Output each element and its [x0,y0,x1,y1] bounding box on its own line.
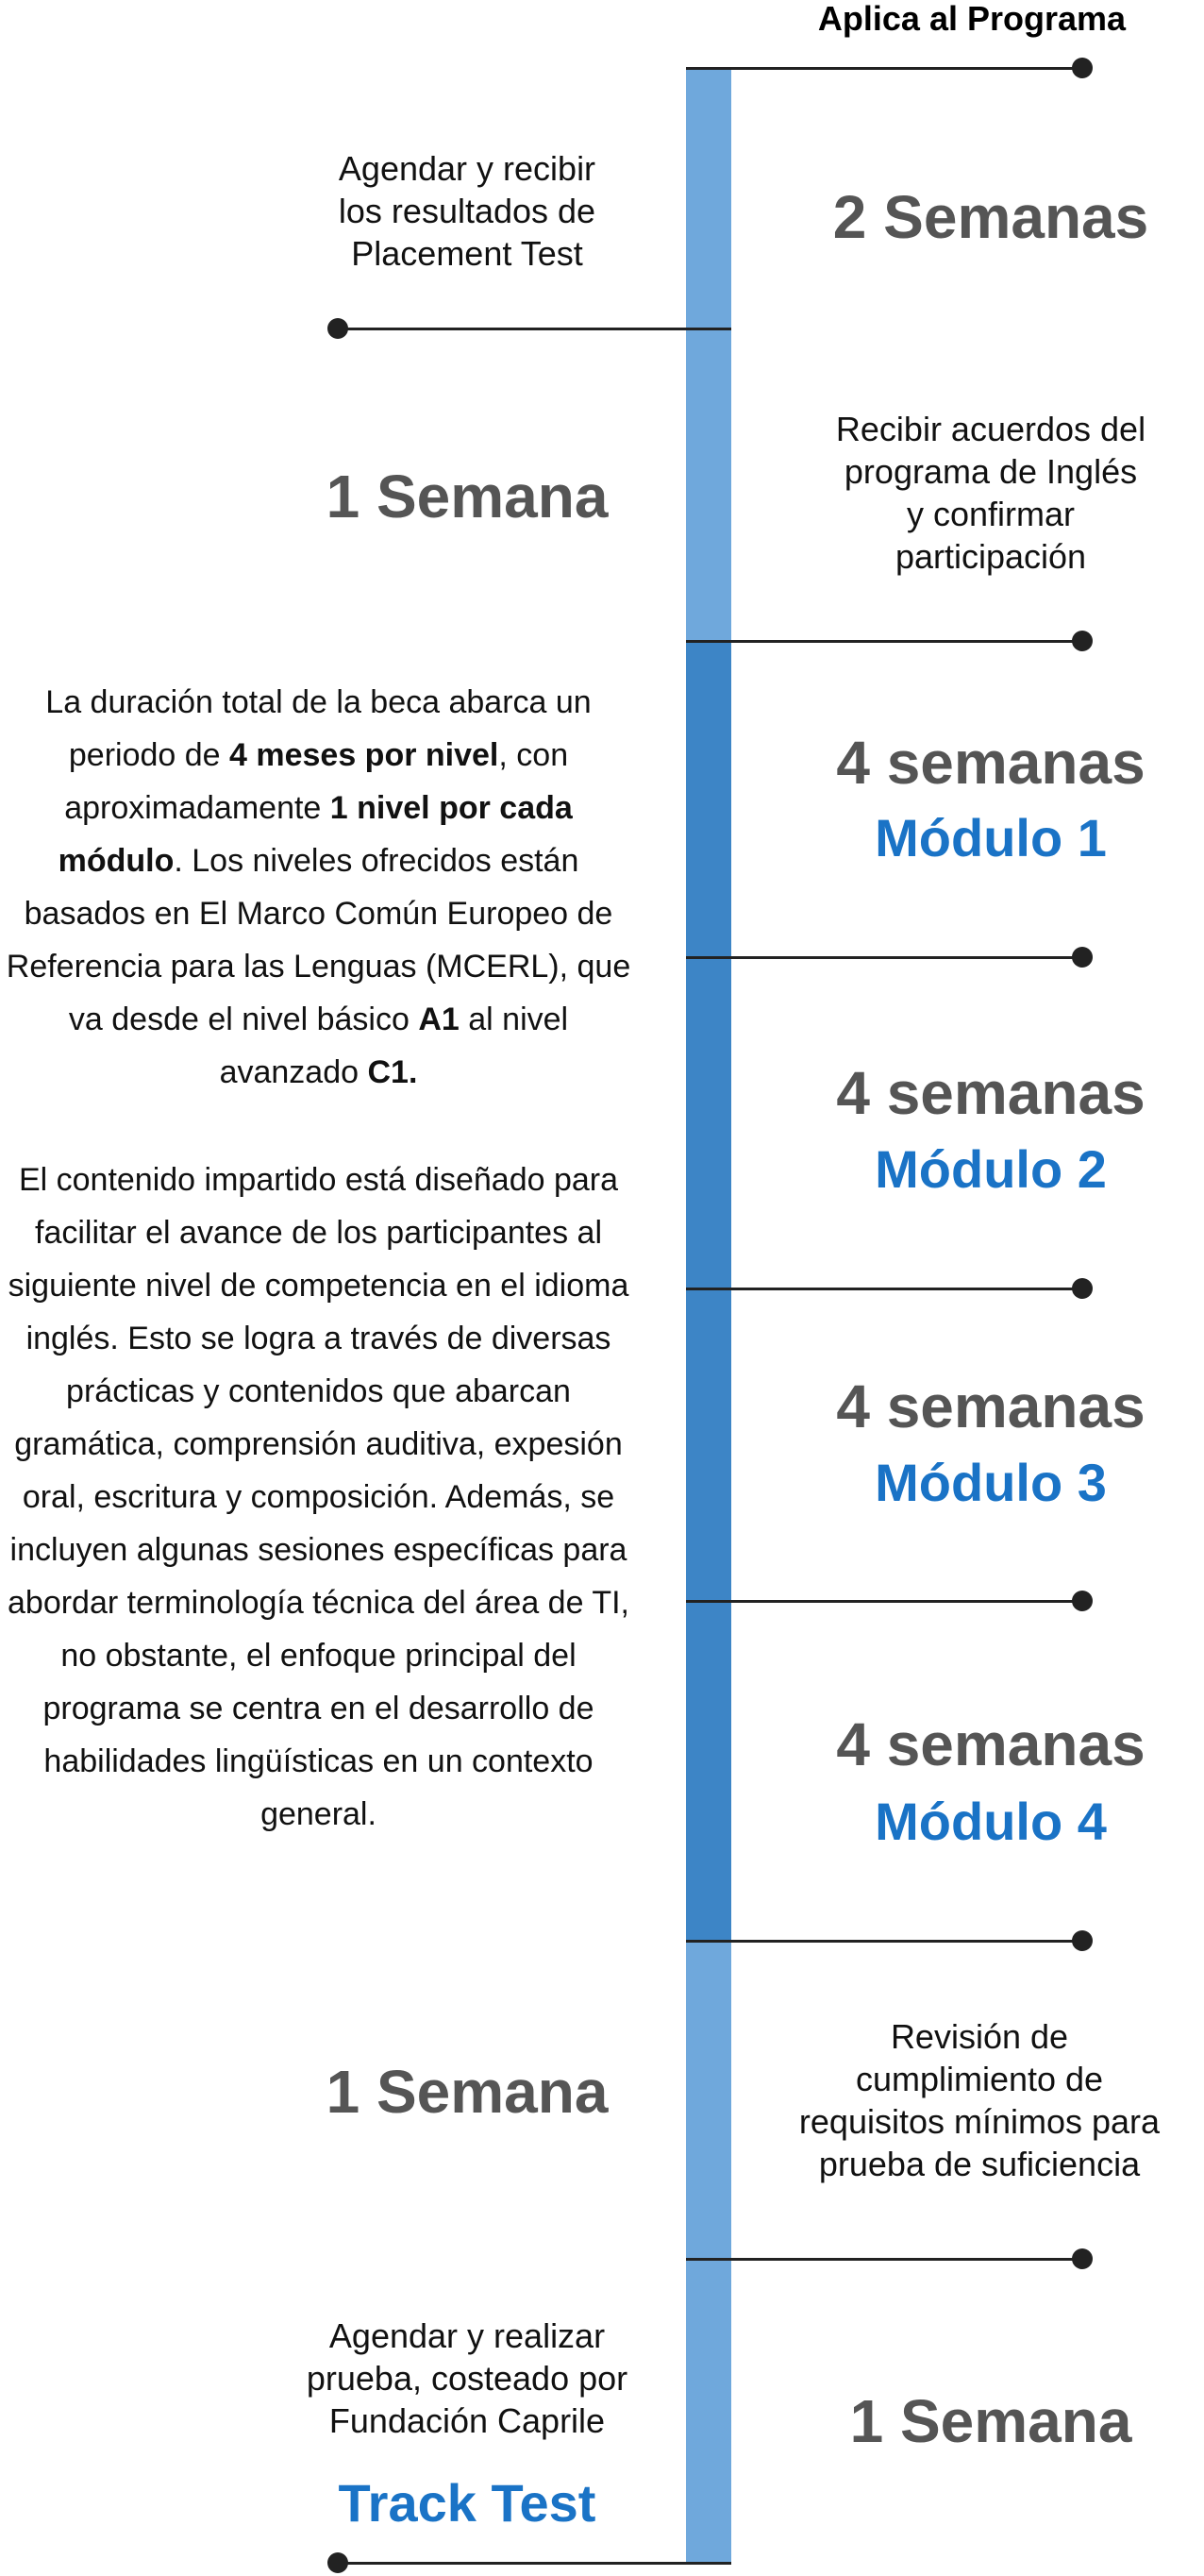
connector-line [686,1288,1082,1290]
timeline-dot [327,318,348,339]
module-4-title: Módulo 4 [875,1792,1107,1851]
connector-line [686,2258,1082,2261]
module-2-duration: 4 semanas [836,1059,1145,1127]
connector-line [686,640,1082,643]
module-3-title: Módulo 3 [875,1453,1107,1512]
timeline-dot [1072,2248,1093,2269]
timeline-dot [1072,947,1093,968]
connector-line [338,2562,731,2565]
track-test-label: Track Test [338,2473,596,2533]
step-2-description: Recibir acuerdos del programa de Inglés … [835,410,1146,576]
connector-line [686,1600,1082,1603]
step-8-description: Agendar y realizar prueba, costeado por … [306,2316,628,2440]
connector-line [338,328,731,330]
module-3-duration: 4 semanas [836,1372,1145,1440]
step-2-duration: 1 Semana [326,463,609,530]
step-1-duration: 2 Semanas [832,183,1149,251]
timeline-dot [1072,58,1093,78]
step-1-description: Agendar y recibir los resultados de Plac… [338,149,596,273]
apply-header: Aplica al Programa [817,0,1127,38]
timeline-bar-bottom [686,1942,731,2565]
module-2-title: Módulo 2 [875,1139,1107,1199]
timeline-dot [1072,1930,1093,1951]
connector-line [686,67,1082,70]
connector-line [686,1940,1082,1943]
timeline-bar-modules [686,642,731,1942]
step-7-description: Revisión de cumplimiento de requisitos m… [798,2017,1161,2183]
step-7-duration: 1 Semana [326,2058,609,2126]
module-1-title: Módulo 1 [875,808,1107,867]
timeline-dot [1072,1591,1093,1611]
timeline-dot [1072,1278,1093,1299]
step-8-duration: 1 Semana [849,2387,1132,2455]
info-paragraph-1: La duración total de la beca abarca un p… [6,684,631,1090]
info-paragraph-2: El contenido impartido está diseñado par… [8,1162,629,1832]
timeline-dot [327,2552,348,2573]
timeline-dot [1072,631,1093,651]
module-1-duration: 4 semanas [836,729,1145,797]
module-4-duration: 4 semanas [836,1710,1145,1778]
connector-line [686,956,1082,959]
timeline-bar-top [686,68,731,642]
